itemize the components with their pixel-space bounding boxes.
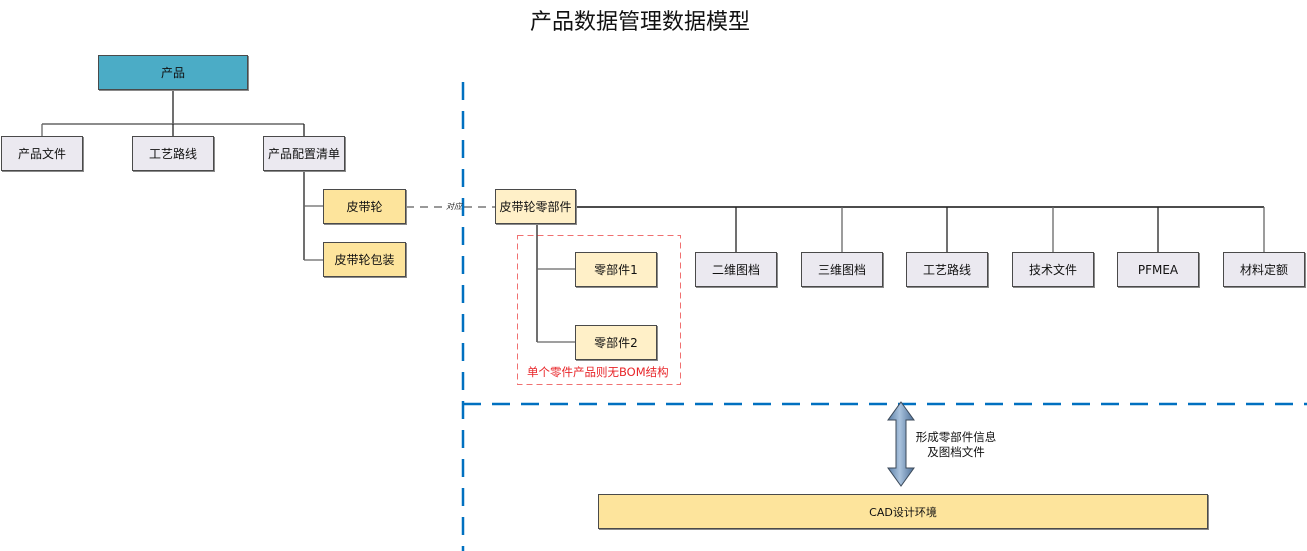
node-pulley-packaging[interactable]: 皮带轮包装 — [323, 242, 406, 277]
node-sub-part-1[interactable]: 零部件1 — [575, 252, 657, 287]
node-product[interactable]: 产品 — [98, 55, 248, 90]
node-pulley[interactable]: 皮带轮 — [323, 189, 406, 224]
node-config-list[interactable]: 产品配置清单 — [263, 136, 345, 171]
bom-note: 单个零件产品则无BOM结构 — [527, 365, 669, 379]
node-document[interactable]: 二维图档 — [695, 252, 777, 287]
arrow-label: 形成零部件信息 及图档文件 — [908, 430, 1004, 460]
node-pulley-part[interactable]: 皮带轮零部件 — [495, 189, 576, 224]
node-document[interactable]: 技术文件 — [1012, 252, 1094, 287]
node-document[interactable]: 三维图档 — [801, 252, 883, 287]
arrow-label-line-2: 及图档文件 — [927, 445, 985, 459]
page-title: 产品数据管理数据模型 — [529, 10, 750, 35]
node-process-route[interactable]: 工艺路线 — [132, 136, 214, 171]
node-product-files[interactable]: 产品文件 — [1, 136, 83, 171]
correspondence-label: 对应 — [446, 202, 462, 211]
arrow-label-line-1: 形成零部件信息 — [915, 430, 997, 444]
node-document[interactable]: 工艺路线 — [906, 252, 988, 287]
cad-environment[interactable]: CAD设计环境 — [598, 494, 1208, 529]
node-sub-part-2[interactable]: 零部件2 — [575, 325, 657, 360]
node-document[interactable]: 材料定额 — [1223, 252, 1305, 287]
bom-group-outline — [517, 235, 681, 385]
double-arrow-icon — [887, 401, 915, 487]
node-document[interactable]: PFMEA — [1117, 252, 1199, 287]
